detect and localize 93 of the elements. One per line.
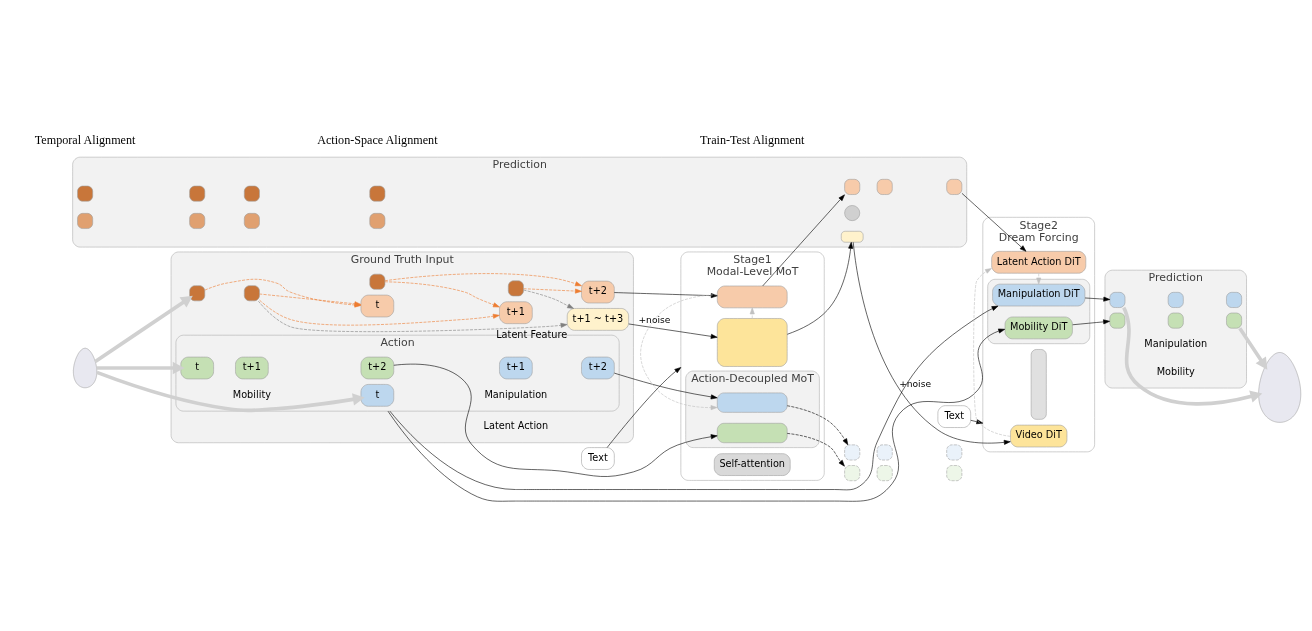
label: Action-Space Alignment [317,132,438,147]
arrow [523,289,574,309]
node-box [717,422,788,443]
arrow [384,281,500,307]
node-bar [1030,348,1047,420]
arrow [640,293,718,410]
node-box: Self-attention [713,452,791,476]
node-box [1226,312,1242,328]
node-box [946,464,963,481]
edge-label: +noise [899,378,932,389]
node-box: t+2 [360,356,395,379]
node-box [946,444,963,460]
arrow [749,307,755,319]
arrow [614,372,718,399]
node-box: Mobility DiT [1004,316,1073,339]
node-box [369,273,386,290]
arrow [96,361,185,374]
node-box [77,185,93,202]
node-box [369,185,386,202]
node-circle [844,204,861,221]
arrow [970,418,984,424]
node-box [244,284,260,301]
node-box: t [180,356,214,379]
node-box [844,444,861,460]
arrow [973,267,1011,437]
node-box [717,392,788,413]
label: Train-Test Alignment [700,132,805,147]
label: Manipulation [1144,337,1208,349]
edge-label: +noise [638,314,671,325]
arrow [961,192,1027,252]
arrow [1122,306,1263,406]
arrow [628,323,718,339]
label: Latent Action [483,419,549,431]
arrow [1238,326,1268,370]
node-box: Video DiT [1010,424,1068,447]
node-box [244,185,260,202]
node-box: Manipulation DiT [992,283,1086,306]
node-box [876,464,893,481]
cluster: Action-Decoupled MoT [685,370,820,448]
arrow [762,194,845,286]
node-box: t [360,383,395,407]
node-box [1109,291,1126,308]
arrow [786,241,854,335]
arrow [786,432,845,467]
arrow [852,241,1011,445]
arrow [94,295,193,363]
node-box: t+1 [499,300,533,324]
node-box [844,178,861,195]
node-box [844,464,861,481]
node-person [73,347,98,388]
node-box: Text [581,446,615,470]
node-box: t [360,294,395,317]
label: Mobility [232,388,271,400]
node-box [876,178,893,195]
node-box [77,212,93,229]
node-box: Latent Action DiT [991,250,1087,274]
node-box [876,444,893,460]
arrow [384,272,582,286]
node-box [717,317,788,367]
label: Manipulation [484,388,548,400]
arrow [393,363,718,477]
node-box [946,178,963,195]
node-box [1167,312,1184,328]
node-box [840,230,864,243]
node-box [189,212,206,229]
arrow [786,404,849,445]
arrow [606,366,682,448]
arrow [1084,296,1111,302]
arrow [523,287,582,293]
arrow [389,305,999,490]
arrow [96,370,365,412]
label: Mobility [1156,365,1195,377]
node-box [1109,312,1126,328]
node-box: t+1 ~ t+3 [566,307,629,331]
arrow [1036,272,1042,284]
arrow [387,328,1006,502]
node-box: t+2 [581,356,615,379]
node-box [189,284,206,301]
node-box: t+1 [499,356,533,379]
node-person [1258,351,1302,423]
node-box [1167,291,1184,308]
node-box [1226,291,1242,308]
node-box [717,285,788,308]
node-box [508,280,524,296]
node-box: Text [937,404,971,428]
node-box [244,212,260,229]
node-box: t+2 [581,280,615,303]
node-box [369,212,386,229]
label: Temporal Alignment [34,132,136,147]
arrow [614,291,718,298]
arrow [1072,318,1110,325]
node-box [189,185,206,202]
node-box: t+1 [235,356,269,379]
